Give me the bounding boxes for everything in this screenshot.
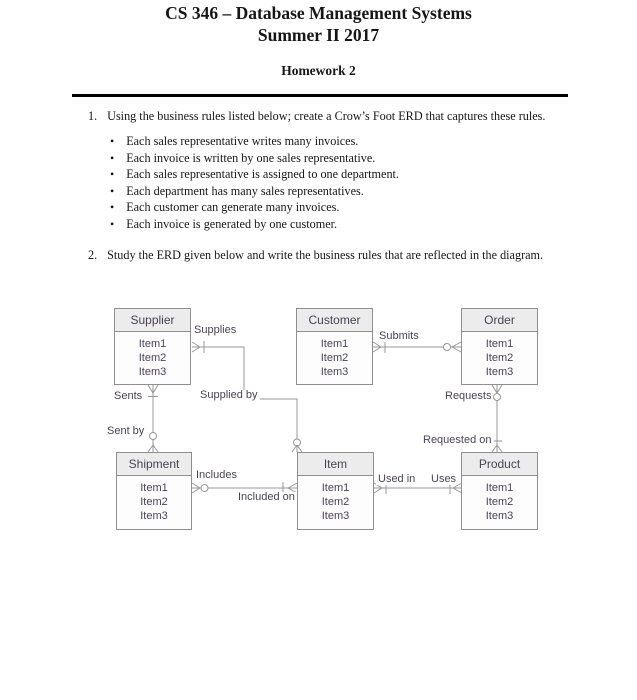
- connector-submits: [372, 341, 462, 353]
- entity-title: Customer: [297, 309, 372, 332]
- relationship-label-supplies: Supplies: [192, 324, 239, 336]
- bullet-icon: [110, 150, 114, 167]
- relationship-label-requested-on: Requested on: [421, 434, 494, 446]
- relationship-label-submits: Submits: [377, 330, 421, 342]
- relationship-label-uses: Uses: [429, 473, 459, 485]
- entity-attribute: Item3: [138, 366, 167, 378]
- entity-title: Shipment: [117, 453, 191, 476]
- bullet-text: Each invoice is generated by one custome…: [126, 216, 338, 231]
- question-1-text: Using the business rules listed below; c…: [107, 109, 546, 123]
- list-item: Each invoice is generated by one custome…: [110, 216, 399, 233]
- entity-attribute: Item2: [485, 352, 514, 364]
- list-item: Each sales representative is assigned to…: [110, 166, 399, 183]
- entity-attribute: Item3: [485, 366, 514, 378]
- entity-attribute: Item1: [485, 482, 514, 494]
- bullet-text: Each invoice is written by one sales rep…: [126, 150, 376, 165]
- relationship-label-requests: Requests: [443, 390, 494, 402]
- entity-attribute: Item2: [320, 352, 349, 364]
- entity-attribute: Item2: [485, 496, 514, 508]
- business-rules-list: Each sales representative writes many in…: [110, 133, 399, 233]
- bullet-icon: [110, 199, 114, 216]
- entity-item: Item Item1 Item2 Item3: [297, 452, 374, 530]
- bullet-text: Each sales representative is assigned to…: [126, 167, 399, 182]
- term-title: Summer II 2017: [257, 25, 380, 45]
- erd-diagram: Supplier Item1 Item2 Item3 Customer Item…: [0, 295, 637, 555]
- entity-attribute: Item1: [140, 482, 168, 494]
- bullet-icon: [110, 133, 114, 150]
- bullet-text: Each customer can generate many invoices…: [126, 200, 340, 215]
- bullet-text: Each department has many sales represent…: [126, 183, 364, 198]
- bullet-icon: [110, 166, 114, 183]
- entity-attribute: Item1: [321, 482, 350, 494]
- entity-attributes: Item1 Item2 Item3: [298, 476, 373, 523]
- relationship-label-included-on: Included on: [236, 491, 297, 503]
- entity-title: Supplier: [115, 309, 190, 332]
- entity-attributes: Item1 Item2 Item3: [462, 476, 537, 523]
- connector-lines: [147, 341, 503, 494]
- question-2-number: 2.: [88, 248, 98, 262]
- bullet-icon: [110, 183, 114, 200]
- question-2: 2. Study the ERD given below and write t…: [88, 248, 608, 263]
- entity-attribute: Item2: [140, 496, 168, 508]
- relationship-label-sents: Sents: [112, 390, 145, 402]
- entity-product: Product Item1 Item2 Item3: [461, 452, 538, 530]
- question-1: 1. Using the business rules listed below…: [88, 109, 608, 124]
- question-1-number: 1.: [88, 109, 98, 123]
- relationship-label-sent-by: Sent by: [105, 425, 147, 437]
- entity-attribute: Item3: [485, 510, 514, 522]
- entity-attribute: Item1: [138, 338, 167, 350]
- entity-customer: Customer Item1 Item2 Item3: [296, 308, 373, 385]
- list-item: Each invoice is written by one sales rep…: [110, 150, 399, 167]
- entity-attribute: Item2: [138, 352, 167, 364]
- entity-attributes: Item1 Item2 Item3: [462, 332, 537, 379]
- entity-attributes: Item1 Item2 Item3: [115, 332, 190, 379]
- relationship-label-used-in: Used in: [376, 473, 418, 485]
- entity-shipment: Shipment Item1 Item2 Item3: [116, 452, 192, 530]
- homework-title: Homework 2: [281, 63, 356, 78]
- relationship-label-supplied-by: Supplied by: [198, 389, 260, 401]
- entity-title: Item: [298, 453, 373, 476]
- list-item: Each customer can generate many invoices…: [110, 199, 399, 216]
- title-block: CS 346 – Database Management Systems Sum…: [0, 2, 637, 46]
- question-2-text: Study the ERD given below and write the …: [107, 248, 544, 262]
- course-title: CS 346 – Database Management Systems: [165, 3, 472, 23]
- entity-attributes: Item1 Item2 Item3: [297, 332, 372, 379]
- entity-attribute: Item3: [320, 366, 349, 378]
- bullet-text: Each sales representative writes many in…: [126, 134, 359, 148]
- entity-attribute: Item1: [320, 338, 349, 350]
- entity-order: Order Item1 Item2 Item3: [461, 308, 538, 385]
- entity-attributes: Item1 Item2 Item3: [117, 476, 191, 523]
- entity-attribute: Item3: [140, 510, 168, 522]
- entity-attribute: Item2: [321, 496, 350, 508]
- list-item: Each department has many sales represent…: [110, 183, 399, 200]
- divider-rule: [72, 94, 568, 97]
- entity-supplier: Supplier Item1 Item2 Item3: [114, 308, 191, 385]
- entity-title: Order: [462, 309, 537, 332]
- connector-sents: [147, 384, 159, 453]
- entity-attribute: Item3: [321, 510, 350, 522]
- bullet-icon: [110, 216, 114, 233]
- connector-requests: [491, 384, 503, 453]
- entity-attribute: Item1: [485, 338, 514, 350]
- relationship-label-includes: Includes: [194, 469, 239, 481]
- list-item: Each sales representative writes many in…: [110, 133, 399, 150]
- entity-title: Product: [462, 453, 537, 476]
